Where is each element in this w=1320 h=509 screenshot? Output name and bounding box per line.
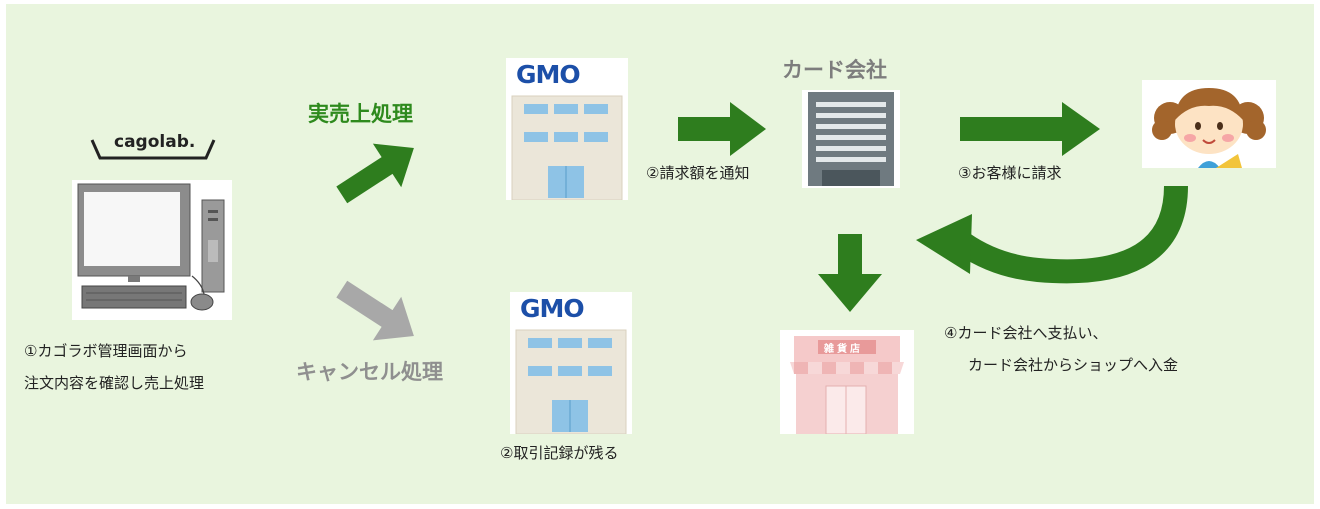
step2-notify-text: ②請求額を通知 <box>646 164 750 182</box>
step4-text-line2: カード会社からショップへ入金 <box>968 356 1179 374</box>
gmo-logo-top: GMO <box>516 60 581 89</box>
step1-text-line2: 注文内容を確認し売上処理 <box>24 374 205 392</box>
card-company-title: カード会社 <box>782 58 887 82</box>
gmo-building-icon: GMO <box>506 58 628 201</box>
customer-girl-icon <box>1142 80 1276 168</box>
flow-diagram: cagolab. ①カゴラボ管理画面から 注文内容を確認し売上処理 実売上処理 <box>6 4 1314 504</box>
card-company-building-icon <box>802 90 900 188</box>
gmo-logo-bottom: GMO <box>520 294 585 323</box>
actual-sales-label: 実売上処理 <box>308 102 413 126</box>
notify-arrow-icon <box>678 102 766 156</box>
actual-sales-arrow-icon <box>336 143 414 204</box>
step3-text: ③お客様に請求 <box>958 164 1062 182</box>
step2-record-text: ②取引記録が残る <box>500 444 619 462</box>
cagolab-logo: cagolab. <box>88 132 218 162</box>
gmo-building-icon: GMO <box>510 292 632 435</box>
computer-icon <box>72 180 232 320</box>
cancel-arrow-icon <box>336 280 414 341</box>
shop-payout-arrow-icon <box>818 234 882 312</box>
payment-curved-arrow-icon <box>916 185 1188 284</box>
cancel-label: キャンセル処理 <box>296 360 443 384</box>
shop-icon: 雑貨店 <box>780 330 914 435</box>
bill-customer-arrow-icon <box>960 102 1100 156</box>
step1-text-line1: ①カゴラボ管理画面から <box>24 342 188 360</box>
shop-sign-text: 雑貨店 <box>824 344 863 355</box>
step4-text-line1: ④カード会社へ支払い、 <box>944 324 1108 342</box>
cagolab-logo-text: cagolab. <box>114 132 196 152</box>
cagolab-bracket-icon <box>90 139 216 160</box>
